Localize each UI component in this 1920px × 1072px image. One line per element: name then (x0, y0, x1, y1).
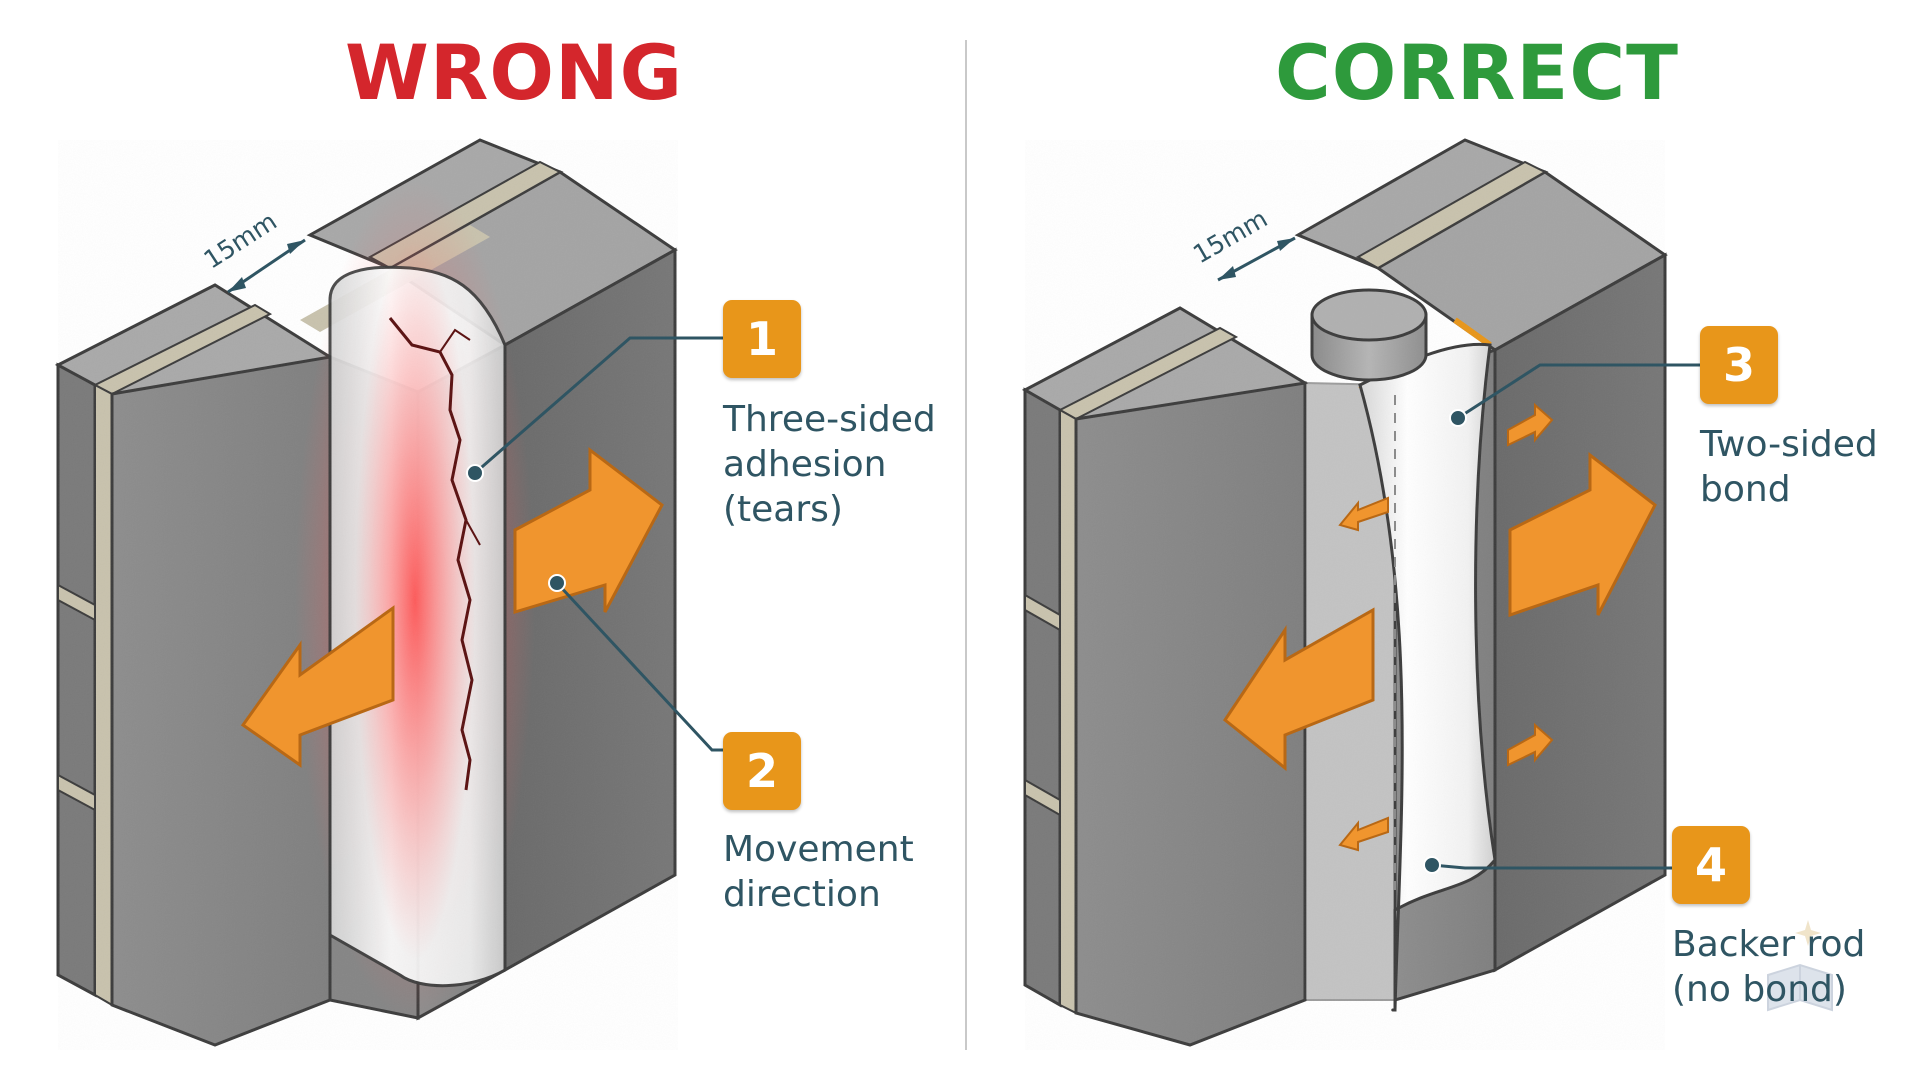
callout-3-line-1: Two-sided (1700, 424, 1878, 465)
callout-label-3: Two-sided bond (1700, 422, 1878, 512)
callout-3-line-2: bond (1700, 469, 1791, 510)
small-arrow-upper-left (1338, 496, 1389, 532)
panel-divider (965, 40, 967, 1050)
callout-1-line-2: adhesion (723, 444, 887, 485)
small-arrow-upper-right (1507, 402, 1554, 447)
callout-4-line-1: Backer rod (1672, 924, 1866, 965)
correct-title: CORRECT (1275, 28, 1679, 117)
callout-badge-3: 3 (1700, 326, 1778, 404)
callout-label-1: Three-sided adhesion (tears) (723, 397, 936, 532)
dimension-marker-correct (1217, 236, 1296, 282)
wrong-masonry (54, 138, 678, 1050)
callout-badge-2: 2 (723, 732, 801, 810)
wrong-title: WRONG (345, 28, 683, 117)
leader-line-2 (548, 574, 723, 752)
callout-badge-1: 1 (723, 300, 801, 378)
leader-line-3 (1449, 363, 1700, 427)
callout-1-line-3: (tears) (723, 489, 843, 530)
movement-arrow-left (240, 605, 395, 768)
leader-line-4 (1423, 856, 1672, 874)
callout-badge-4: 4 (1672, 826, 1750, 904)
callout-label-2: Movement direction (723, 827, 914, 917)
callout-2-line-2: direction (723, 874, 881, 915)
callout-label-4: Backer rod (no bond) (1672, 922, 1865, 1012)
dimension-marker-wrong (227, 238, 306, 294)
movement-arrow-left-large (1222, 607, 1375, 772)
callout-1-line-1: Three-sided (723, 399, 936, 440)
book-icon (1767, 920, 1833, 1012)
callout-4-line-2: (no bond) (1672, 969, 1847, 1010)
leader-line-1 (466, 336, 723, 482)
movement-arrow-right-large (1508, 451, 1657, 618)
callout-2-line-1: Movement (723, 829, 914, 870)
small-arrow-lower-right (1507, 722, 1554, 767)
small-arrow-lower-left (1338, 816, 1389, 852)
movement-arrow-right (513, 446, 664, 615)
